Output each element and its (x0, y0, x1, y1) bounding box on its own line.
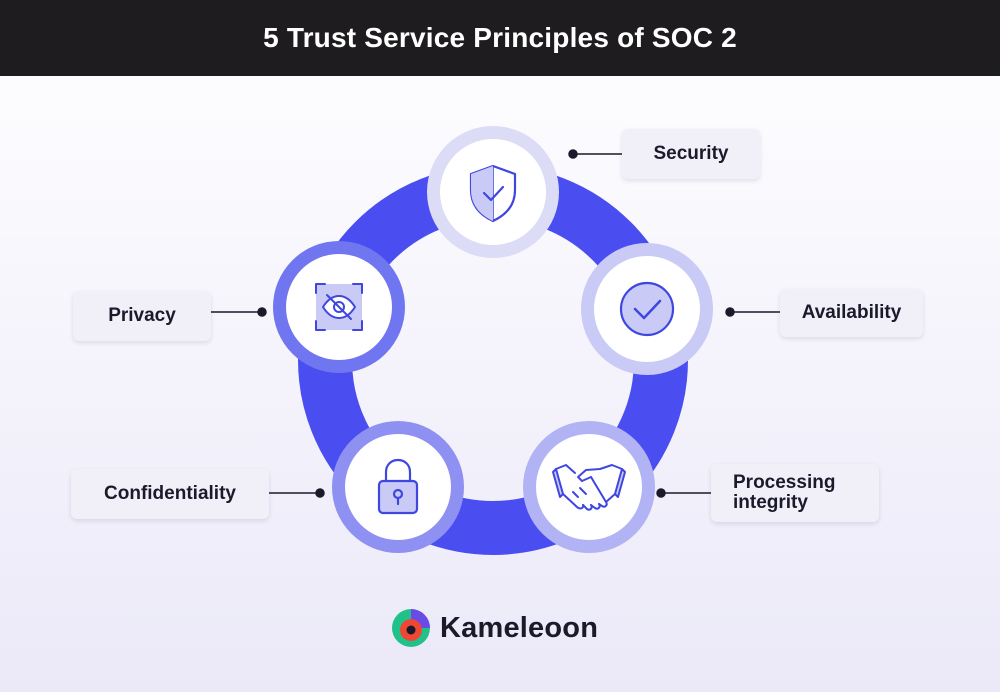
label-security: Security (622, 129, 760, 179)
node-processing-integrity (523, 421, 655, 553)
node-security (427, 126, 559, 258)
connector-security (568, 149, 622, 159)
kameleoon-logo-icon (392, 609, 430, 647)
label-confidentiality: Confidentiality (71, 469, 269, 519)
connector-confidentiality (269, 488, 325, 498)
node-privacy (273, 241, 405, 373)
padlock-icon (377, 458, 419, 515)
connector-privacy (211, 307, 267, 317)
handshake-icon (552, 464, 626, 511)
label-processing-integrity: Processing integrity (711, 464, 879, 522)
node-availability (581, 243, 713, 375)
brand-name: Kameleoon (440, 611, 599, 644)
brand: Kameleoon (432, 606, 598, 650)
check-circle-icon (619, 281, 675, 337)
label-privacy: Privacy (73, 291, 211, 341)
page-title: 5 Trust Service Principles of SOC 2 (263, 22, 737, 53)
connector-processing-integrity (656, 488, 711, 498)
connector-availability (725, 307, 780, 317)
node-confidentiality (332, 421, 464, 553)
label-availability: Availability (780, 289, 923, 337)
page-header: 5 Trust Service Principles of SOC 2 (0, 0, 1000, 76)
shield-check-icon (469, 164, 517, 223)
connectors (211, 149, 780, 498)
eye-slash-icon (315, 283, 363, 331)
